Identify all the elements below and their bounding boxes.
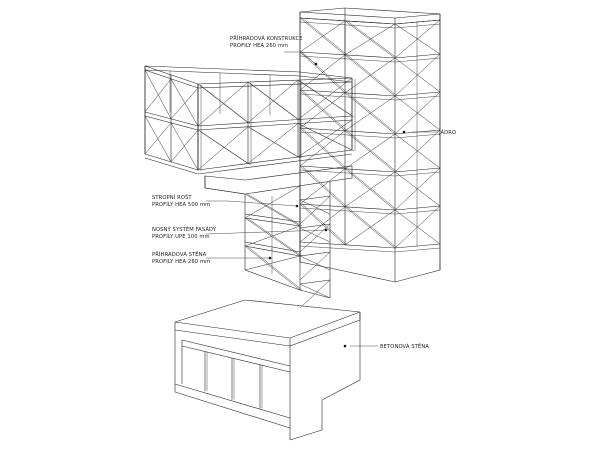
truss-wall-marker [268, 256, 272, 260]
label-facade-2: PROFILY UPE 100 mm [152, 234, 210, 240]
core-tower [299, 7, 441, 283]
core-marker [402, 130, 406, 134]
label-truss-wall-1: PŘÍHRADOVÁ STĚNA [152, 250, 207, 258]
label-facade-1: NOSNÝ SYSTÉM FASÁDY [152, 225, 217, 233]
concrete-base [174, 299, 361, 441]
label-truss-top-2: PROFILY HEA 260 mm [230, 43, 288, 49]
concrete-wall-marker [343, 344, 347, 348]
truss-top-marker [314, 62, 318, 66]
leaders [205, 51, 438, 348]
label-core: JÁDRO [438, 129, 456, 136]
label-floor-grid-2: PROFILY HEA 500 mm [152, 202, 210, 208]
upper-volume [144, 65, 356, 175]
annotation-labels: PŘÍHRADOVÁ KONSTRUKCE PROFILY HEA 260 mm… [152, 34, 456, 350]
label-truss-top-1: PŘÍHRADOVÁ KONSTRUKCE [230, 34, 303, 42]
label-truss-wall-2: PROFILY HEA 260 mm [152, 259, 210, 265]
facade-marker [324, 228, 328, 232]
middle-volume [204, 165, 353, 309]
label-concrete-wall: BETONOVÁ STĚNA [380, 342, 429, 350]
label-floor-grid-1: STROPNÍ ROŠT [152, 194, 192, 201]
